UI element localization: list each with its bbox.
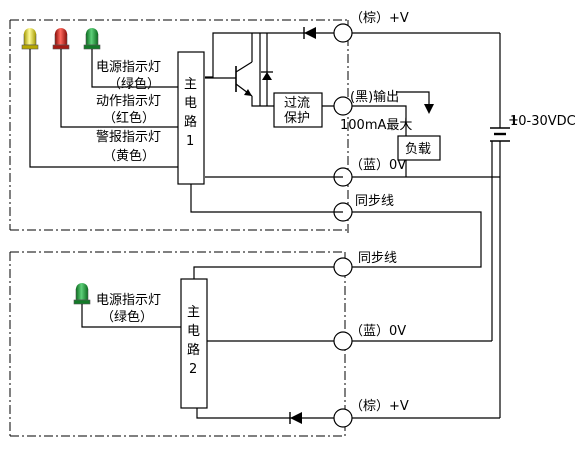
led-yellow-icon [21, 28, 39, 50]
led-green-icon [83, 28, 101, 50]
sensor1-enclosure [9, 19, 349, 236]
main-circuit-1-char1: 主 [184, 77, 197, 92]
load-box [397, 135, 441, 161]
led2-green-icon [73, 283, 91, 305]
main-circuit-1-char3: 路 [184, 114, 197, 130]
protection-line1: 过流 [284, 96, 310, 111]
led1-action-color: （红色） [103, 110, 155, 126]
overcurrent-protection-box [273, 92, 323, 128]
main-circuit-2-char3: 路 [187, 342, 200, 358]
load-label: 负载 [405, 142, 431, 157]
led1-power-label: 电源指示灯 [96, 60, 161, 75]
max-current-label: 100mA最大 [340, 118, 412, 133]
led1-alarm-label: 警报指示灯 [96, 129, 161, 145]
battery-icon: + [490, 113, 519, 142]
led-red-icon [52, 28, 70, 50]
terminal-power-2-label: （棕）+V [350, 399, 409, 414]
main-circuit-1-box [177, 51, 205, 185]
main-circuit-1-char2: 电 [184, 96, 197, 111]
zener-icon [261, 71, 273, 80]
diode2-icon [289, 412, 302, 424]
terminal-power-1 [333, 23, 353, 43]
terminal-power-1-label: （棕）+V [350, 11, 409, 26]
terminal-ground-2-label: （蓝）0V [350, 324, 406, 339]
main-circuit-1-char4: 1 [186, 134, 194, 149]
transistor-icon [205, 61, 253, 97]
diode-icon [303, 27, 316, 39]
led2-power-label: 电源指示灯 [96, 293, 161, 308]
terminal-ground-1-label: （蓝）0V [350, 158, 406, 173]
protection-line2: 保护 [284, 111, 310, 126]
led2-power-color: （绿色） [101, 309, 153, 325]
main-circuit-2-char4: 2 [189, 362, 197, 377]
main-circuit-2-char1: 主 [187, 305, 200, 320]
led1-alarm-color: （黄色） [103, 148, 155, 164]
main-circuit-2-box [180, 278, 208, 409]
svg-text:+: + [508, 113, 519, 128]
terminal-sync-2 [333, 257, 353, 277]
supply-voltage-label: 10-30VDC [510, 114, 576, 129]
led1-power-color: （绿色） [108, 76, 160, 92]
sensor2-enclosure [9, 251, 346, 437]
sync-1-label: 同步线 [355, 194, 394, 209]
led1-action-label: 动作指示灯 [96, 94, 161, 109]
output-arrow-icon [396, 91, 434, 114]
sync-2-label: 同步线 [358, 251, 397, 266]
terminal-output-1-label: (黑)输出 [350, 89, 399, 105]
main-circuit-2-char2: 电 [187, 324, 200, 339]
